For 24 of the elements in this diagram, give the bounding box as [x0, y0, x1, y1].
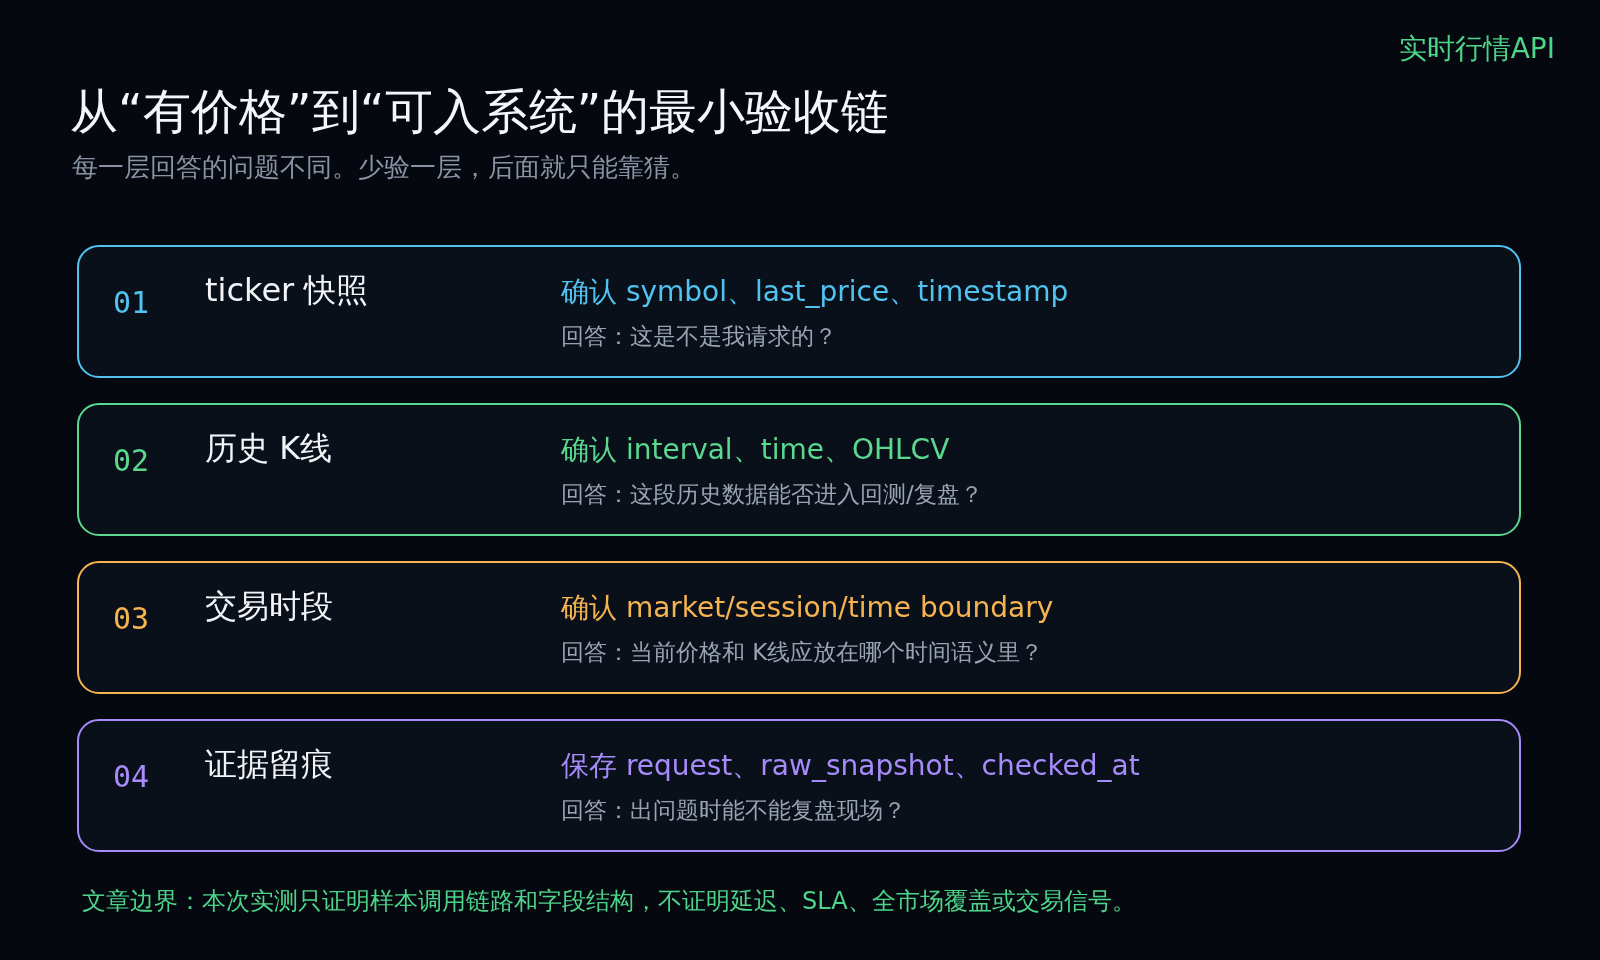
step-title: 历史 K线: [205, 428, 333, 469]
title: 从“有价格”到“可入系统”的最小验收链: [70, 82, 890, 141]
step-title: 交易时段: [205, 586, 333, 627]
step-number: 01: [113, 285, 150, 320]
check-text: 确认 market/session/time boundary: [561, 590, 1054, 626]
step-number: 04: [113, 759, 150, 794]
question-text: 回答：当前价格和 K线应放在哪个时间语义里？: [561, 638, 1044, 667]
step-card: [77, 561, 1521, 694]
check-text: 确认 symbol、last_price、timestamp: [561, 274, 1069, 310]
subtitle: 每一层回答的问题不同。少验一层，后面就只能靠猜。: [72, 151, 696, 184]
step-number: 03: [113, 601, 150, 636]
step-card: [77, 403, 1521, 536]
step-number: 02: [113, 443, 150, 478]
question-text: 回答：这是不是我请求的？: [561, 322, 837, 351]
step-title: 证据留痕: [205, 744, 333, 785]
question-text: 回答：出问题时能不能复盘现场？: [561, 796, 906, 825]
footnote: 文章边界：本次实测只证明样本调用链路和字段结构，不证明延迟、SLA、全市场覆盖或交易信号。: [82, 886, 1136, 917]
step-card: [77, 245, 1521, 378]
check-text: 保存 request、raw_snapshot、checked_at: [561, 748, 1140, 784]
question-text: 回答：这段历史数据能否进入回测/复盘？: [561, 480, 983, 509]
step-title: ticker 快照: [205, 270, 369, 311]
check-text: 确认 interval、time、OHLCV: [561, 432, 950, 468]
header-text: 实时行情API: [1398, 31, 1555, 67]
step-card: [77, 719, 1521, 852]
